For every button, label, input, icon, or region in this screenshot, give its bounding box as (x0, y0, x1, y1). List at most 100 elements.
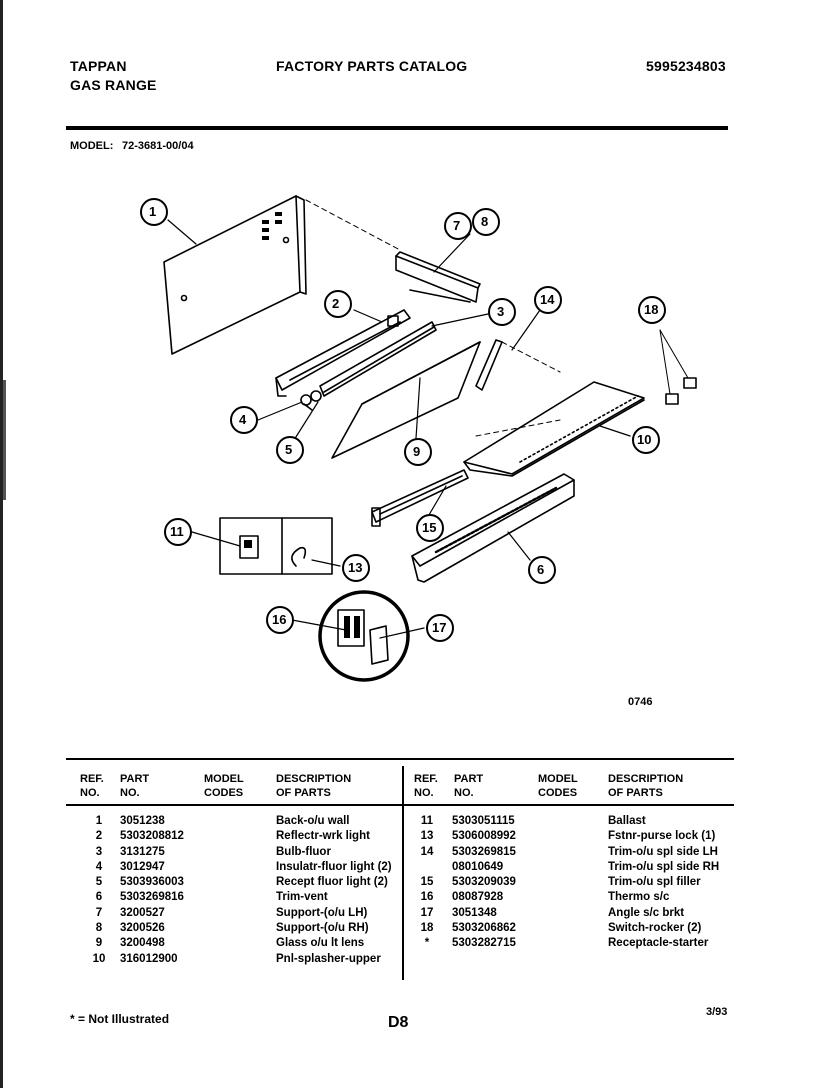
table-cell: Insulatr-fluor light (2) (276, 860, 392, 873)
callout-4: 4 (239, 412, 247, 427)
table-cell: 16 (420, 891, 434, 904)
parts-table-right: 11 13 14 15 16 17 18 * 5303051115 530600… (0, 814, 832, 984)
table-cell: Fstnr-purse lock (1) (608, 830, 716, 843)
part-trim-side (475, 339, 561, 391)
table-center-divider (402, 766, 404, 980)
ref-column-left: 1 2 3 4 5 6 7 8 9 10 (84, 814, 114, 967)
table-cell: Angle s/c brkt (608, 906, 685, 919)
table-cell: 08087928 (452, 891, 504, 904)
part-trim-filler (371, 469, 469, 527)
catalog-number: 5995234803 (646, 58, 726, 74)
table-cell: 9 (95, 937, 103, 950)
callout-3: 3 (497, 304, 505, 319)
table-cell: 11 (420, 815, 434, 827)
table-cell: 7 (95, 906, 103, 919)
table-cell: Pnl-splasher-upper (276, 952, 381, 965)
brand-name: TAPPAN (70, 58, 127, 74)
part-trim-vent (411, 473, 575, 583)
part-glass-lens (331, 341, 481, 459)
callout-11: 11 (170, 524, 184, 539)
table-cell: 6 (95, 891, 103, 904)
table-cell: 5303209039 (452, 876, 516, 889)
table-cell: 3051238 (120, 815, 165, 827)
table-cell: 5303269815 (452, 845, 516, 858)
table-cell: 5303051115 (452, 815, 515, 827)
table-cell: 316012900 (120, 952, 178, 965)
table-cell: 5 (95, 876, 103, 889)
callout-14: 14 (540, 292, 555, 307)
product-name: GAS RANGE (70, 77, 157, 93)
callout-10: 10 (637, 432, 652, 447)
leader-lines (167, 219, 631, 639)
table-cell: 4 (95, 860, 103, 873)
callout-13: 13 (348, 560, 363, 575)
table-cell: 2 (95, 830, 103, 843)
table-cell: 5303206862 (452, 922, 516, 935)
callout-16: 16 (272, 612, 287, 627)
revision-date: 3/93 (706, 1006, 728, 1018)
callout-labels: 1 2 3 4 5 6 7 8 9 10 11 13 14 15 16 17 1… (149, 204, 659, 635)
table-cell: 5303282715 (452, 937, 516, 950)
table-cell: 1 (95, 815, 103, 827)
table-cell: 17 (420, 906, 434, 919)
table-cell: Switch-rocker (2) (608, 922, 702, 935)
parts-table-left: 1 2 3 4 5 6 7 8 9 10 3051238 5303208812 … (0, 814, 402, 984)
table-cell: Receptacle-starter (608, 937, 709, 950)
table-cell: Bulb-fluor (276, 845, 331, 858)
part-bulb (319, 321, 437, 397)
callout-1: 1 (149, 204, 157, 219)
page-number: D8 (388, 1014, 409, 1031)
desc-column-right: Ballast Fstnr-purse lock (1) Trim-o/u sp… (608, 814, 719, 952)
callout-circles (140, 198, 666, 642)
callout-17: 17 (432, 620, 447, 635)
exploded-parts-diagram (140, 195, 697, 682)
col-header-ref-right: REF.NO. (414, 773, 438, 799)
table-cell: Glass o/u lt lens (276, 937, 365, 950)
detail-thermostat-circle (318, 590, 410, 682)
table-cell: 5303269816 (120, 891, 184, 904)
table-cell: Support-(o/u RH) (276, 922, 369, 935)
table-cell: 13 (420, 830, 434, 843)
desc-column-left: Back-o/u wall Reflectr-wrk light Bulb-fl… (276, 814, 392, 967)
part-supports (395, 251, 481, 303)
part-column-right: 5303051115 5306008992 5303269815 0801064… (452, 814, 516, 952)
part-insulator-receptacle (300, 390, 322, 411)
callout-8: 8 (481, 214, 489, 229)
part-back-wall (163, 195, 401, 355)
callout-2: 2 (332, 296, 340, 311)
model-label: MODEL: (70, 140, 114, 152)
table-cell: Ballast (608, 815, 646, 827)
col-header-ref-left: REF.NO. (80, 773, 104, 799)
table-cell: 3200527 (120, 906, 165, 919)
table-cell: Trim-o/u spl filler (608, 876, 701, 889)
table-cell: Recept fluor light (2) (276, 876, 388, 889)
callout-9: 9 (413, 444, 421, 459)
table-cell: 3200498 (120, 937, 165, 950)
table-cell: 3131275 (120, 845, 165, 858)
table-cell: 18 (420, 922, 434, 935)
callout-15: 15 (422, 520, 437, 535)
table-cell: Thermo s/c (608, 891, 670, 904)
table-cell: 3051348 (452, 906, 497, 919)
table-cell (412, 860, 442, 875)
table-cell: 3 (95, 845, 103, 858)
callout-6: 6 (537, 562, 545, 577)
part-column-left: 3051238 5303208812 3131275 3012947 53039… (120, 814, 184, 967)
callout-18: 18 (644, 302, 659, 317)
table-cell: 8 (95, 922, 103, 935)
table-cell: Trim-vent (276, 891, 328, 904)
scan-edge (0, 0, 6, 1088)
table-cell: Support-(o/u LH) (276, 906, 368, 919)
table-cell: 5303208812 (120, 830, 184, 843)
table-cell: * (424, 937, 430, 950)
table-cell: Trim-o/u spl side RH (608, 860, 720, 873)
table-cell: 15 (420, 876, 434, 889)
table-cell: Trim-o/u spl side LH (608, 845, 718, 858)
footnote-not-illustrated: * = Not Illustrated (70, 1012, 170, 1026)
table-cell: 3200526 (120, 922, 165, 935)
